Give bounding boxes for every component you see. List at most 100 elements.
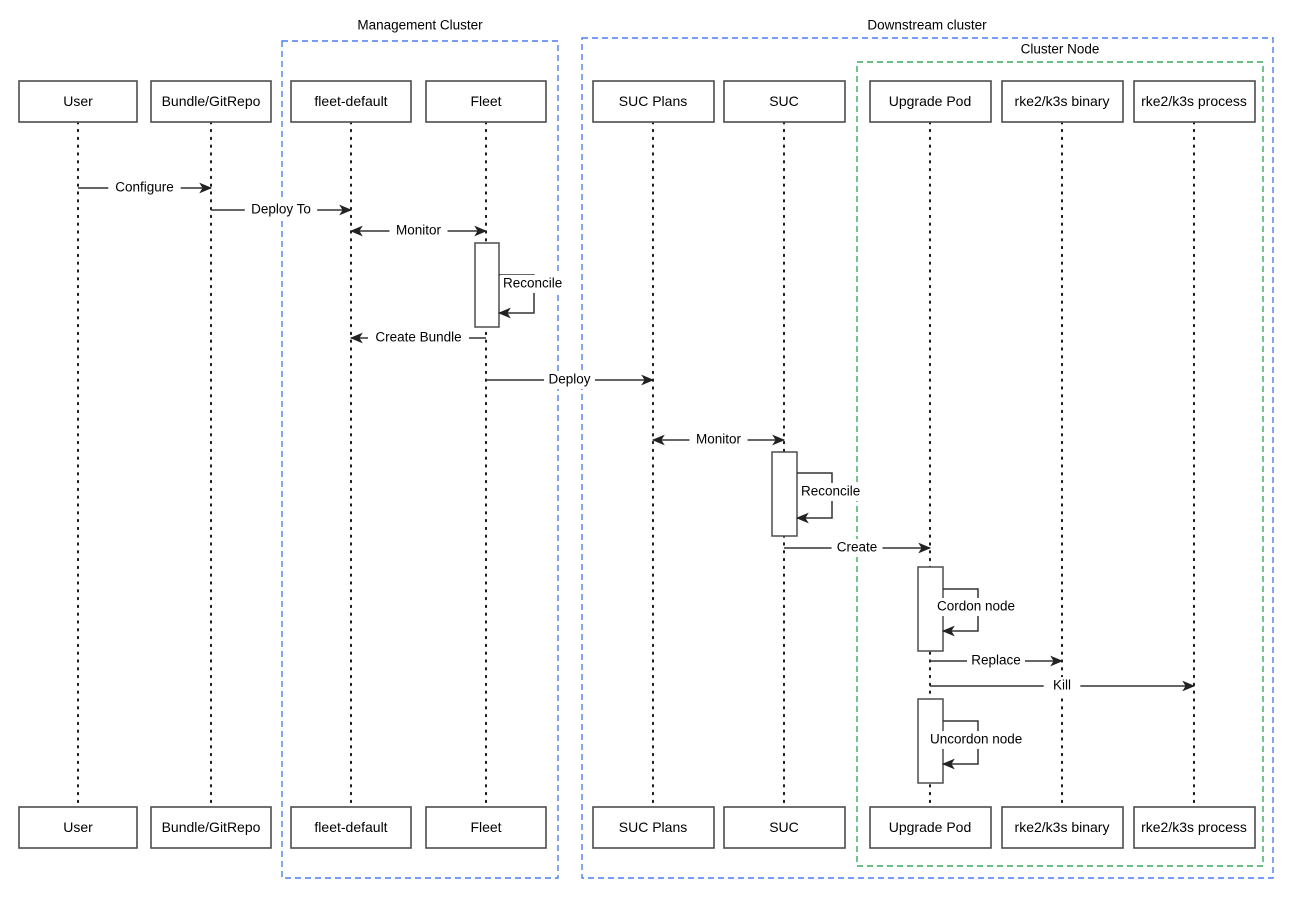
participant-label-suc-top: SUC bbox=[769, 93, 799, 109]
message-label-monitor-suc: Monitor bbox=[696, 432, 742, 447]
self-message-label-uncordon-msg: Uncordon node bbox=[930, 732, 1022, 747]
participant-fleet-default-top[interactable]: fleet-default bbox=[290, 80, 412, 123]
participant-box-upgrade-pod-bottom[interactable] bbox=[869, 806, 992, 849]
frame-border-cluster-node bbox=[856, 61, 1264, 867]
participant-box-rke2-k3s-process-bottom[interactable] bbox=[1133, 806, 1256, 849]
participant-box-bundle-gitrepo-top[interactable] bbox=[150, 80, 272, 123]
participant-label-bundle-gitrepo-top: Bundle/GitRepo bbox=[162, 93, 261, 109]
frame-label-bg-downstream-cluster bbox=[856, 17, 998, 35]
self-message-label-bg-fleet-reconcile-msg bbox=[500, 275, 573, 293]
participant-label-fleet-default-top: fleet-default bbox=[314, 93, 387, 109]
participant-box-suc-bottom[interactable] bbox=[723, 806, 846, 849]
participant-fleet-top[interactable]: Fleet bbox=[425, 80, 547, 123]
participant-label-suc-plans-top: SUC Plans bbox=[619, 93, 687, 109]
message-label-create: Create bbox=[837, 540, 878, 555]
message-monitor-suc: Monitor bbox=[651, 431, 786, 449]
participant-box-fleet-default-top[interactable] bbox=[290, 80, 412, 123]
self-message-suc-reconcile-msg: Reconcile bbox=[795, 472, 871, 524]
participant-bundle-gitrepo-bottom[interactable]: Bundle/GitRepo bbox=[150, 806, 272, 849]
participant-label-upgrade-pod-top: Upgrade Pod bbox=[889, 93, 972, 109]
participant-box-suc-plans-bottom[interactable] bbox=[592, 806, 715, 849]
message-kill: Kill bbox=[930, 677, 1196, 695]
participant-box-fleet-bottom[interactable] bbox=[425, 806, 547, 849]
message-label-deploy-to: Deploy To bbox=[251, 202, 311, 217]
participant-box-upgrade-pod-top[interactable] bbox=[869, 80, 992, 123]
frame-border-management-cluster bbox=[281, 40, 559, 879]
participant-label-suc-bottom: SUC bbox=[769, 819, 799, 835]
participant-suc-bottom[interactable]: SUC bbox=[723, 806, 846, 849]
participant-suc-plans-top[interactable]: SUC Plans bbox=[592, 80, 715, 123]
lifelines-layer bbox=[77, 121, 1195, 808]
self-message-label-bg-cordon-msg bbox=[934, 598, 1021, 616]
message-label-kill: Kill bbox=[1053, 678, 1071, 693]
message-label-bg-deploy-to bbox=[244, 201, 318, 219]
participant-label-user-bottom: User bbox=[63, 819, 93, 835]
message-configure: Configure bbox=[78, 179, 213, 197]
frame-label-bg-management-cluster bbox=[349, 17, 491, 35]
participant-box-rke2-k3s-process-top[interactable] bbox=[1133, 80, 1256, 123]
frame-label-bg-cluster-node bbox=[1011, 41, 1109, 59]
frame-management-cluster: Management Cluster bbox=[281, 17, 559, 879]
participant-user-bottom[interactable]: User bbox=[18, 806, 138, 849]
frame-downstream-cluster: Downstream cluster bbox=[581, 17, 1274, 879]
message-label-configure: Configure bbox=[115, 180, 174, 195]
frame-label-management-cluster: Management Cluster bbox=[357, 18, 483, 33]
message-deploy: Deploy bbox=[486, 371, 655, 389]
self-message-fleet-reconcile-msg: Reconcile bbox=[497, 274, 573, 319]
participant-label-rke2-k3s-process-top: rke2/k3s process bbox=[1141, 93, 1247, 109]
participant-label-bundle-gitrepo-bottom: Bundle/GitRepo bbox=[162, 819, 261, 835]
self-message-label-fleet-reconcile-msg: Reconcile bbox=[503, 276, 562, 291]
frames-layer: Management Cluster Downstream clusterClus… bbox=[281, 17, 1274, 879]
self-message-cordon-msg: Cordon node bbox=[934, 588, 1021, 637]
participant-label-user-top: User bbox=[63, 93, 93, 109]
participant-label-fleet-bottom: Fleet bbox=[470, 819, 501, 835]
participant-upgrade-pod-bottom[interactable]: Upgrade Pod bbox=[869, 806, 992, 849]
participant-fleet-default-bottom[interactable]: fleet-default bbox=[290, 806, 412, 849]
participant-rke2-k3s-process-bottom[interactable]: rke2/k3s process bbox=[1133, 806, 1256, 849]
participant-label-rke2-k3s-binary-top: rke2/k3s binary bbox=[1015, 93, 1110, 109]
participant-rke2-k3s-process-top[interactable]: rke2/k3s process bbox=[1133, 80, 1256, 123]
self-message-label-bg-suc-reconcile-msg bbox=[798, 483, 871, 501]
participant-box-suc-top[interactable] bbox=[723, 80, 846, 123]
participant-box-rke2-k3s-binary-top[interactable] bbox=[1001, 80, 1124, 123]
participant-box-fleet-default-bottom[interactable] bbox=[290, 806, 412, 849]
frame-label-cluster-node: Cluster Node bbox=[1021, 42, 1100, 57]
participant-box-bundle-gitrepo-bottom[interactable] bbox=[150, 806, 272, 849]
message-label-bg-configure bbox=[108, 179, 181, 197]
participant-label-rke2-k3s-binary-bottom: rke2/k3s binary bbox=[1015, 819, 1110, 835]
participant-box-rke2-k3s-binary-bottom[interactable] bbox=[1001, 806, 1124, 849]
participant-user-top[interactable]: User bbox=[18, 80, 138, 123]
self-message-label-bg-uncordon-msg bbox=[927, 731, 1029, 749]
message-create: Create bbox=[784, 539, 932, 557]
participant-box-user-bottom[interactable] bbox=[18, 806, 138, 849]
message-label-create-bundle: Create Bundle bbox=[375, 330, 461, 345]
frame-border-downstream-cluster bbox=[581, 37, 1274, 879]
participant-box-fleet-top[interactable] bbox=[425, 80, 547, 123]
participants-layer: UserUserBundle/GitRepoBundle/GitRepoflee… bbox=[18, 80, 1256, 849]
participant-suc-plans-bottom[interactable]: SUC Plans bbox=[592, 806, 715, 849]
message-label-bg-create-bundle bbox=[367, 329, 470, 347]
participant-label-suc-plans-bottom: SUC Plans bbox=[619, 819, 687, 835]
participant-label-fleet-top: Fleet bbox=[470, 93, 501, 109]
message-label-bg-replace bbox=[966, 652, 1026, 670]
message-deploy-to: Deploy To bbox=[211, 201, 353, 219]
participant-box-user-top[interactable] bbox=[18, 80, 138, 123]
participant-fleet-bottom[interactable]: Fleet bbox=[425, 806, 547, 849]
participant-box-suc-plans-top[interactable] bbox=[592, 80, 715, 123]
participant-upgrade-pod-top[interactable]: Upgrade Pod bbox=[869, 80, 992, 123]
participant-label-rke2-k3s-process-bottom: rke2/k3s process bbox=[1141, 819, 1247, 835]
message-label-bg-monitor-fleet bbox=[389, 222, 448, 240]
participant-rke2-k3s-binary-top[interactable]: rke2/k3s binary bbox=[1001, 80, 1124, 123]
self-message-uncordon-msg: Uncordon node bbox=[927, 720, 1029, 770]
message-monitor-fleet: Monitor bbox=[349, 222, 488, 240]
message-label-bg-deploy bbox=[544, 371, 595, 389]
participant-rke2-k3s-binary-bottom[interactable]: rke2/k3s binary bbox=[1001, 806, 1124, 849]
participant-suc-top[interactable]: SUC bbox=[723, 80, 846, 123]
activation-fleet-reconcile bbox=[474, 242, 500, 328]
participant-label-upgrade-pod-bottom: Upgrade Pod bbox=[889, 819, 972, 835]
participant-bundle-gitrepo-top[interactable]: Bundle/GitRepo bbox=[150, 80, 272, 123]
message-create-bundle: Create Bundle bbox=[349, 329, 486, 347]
